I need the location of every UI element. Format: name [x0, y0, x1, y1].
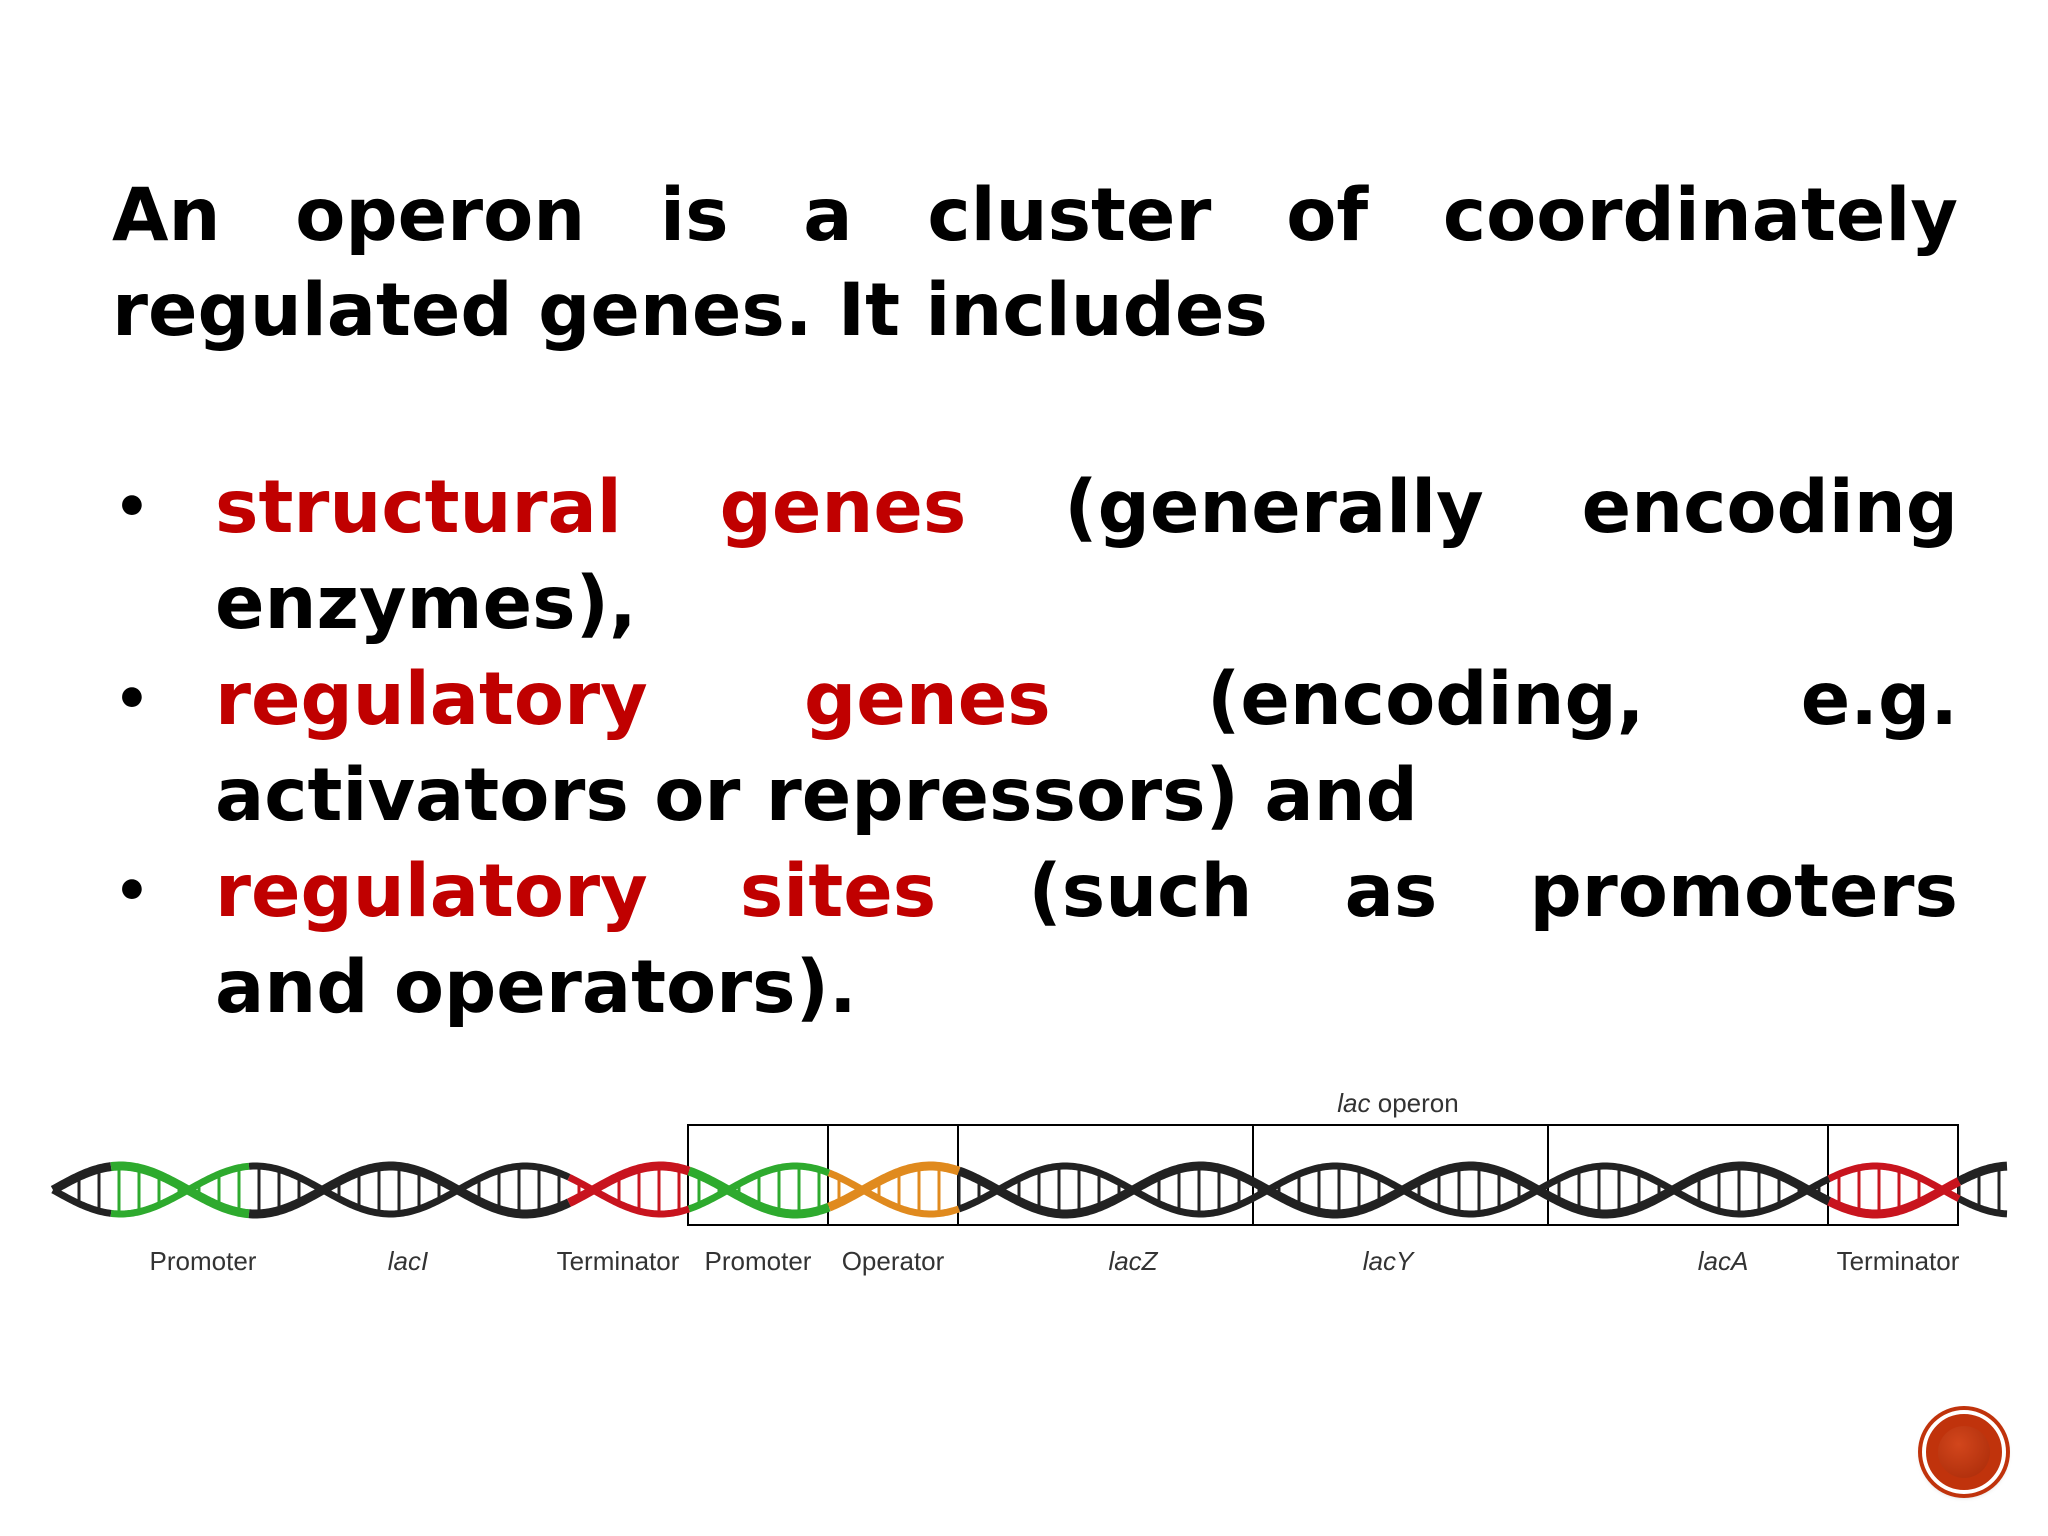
- dna-strand-back: [827, 1169, 961, 1218]
- gene-labels: Promoter lacI Terminator Promoter Operator la…: [150, 1246, 1960, 1276]
- bullet-line-2: enzymes),: [215, 561, 637, 646]
- dna-strand-back: [1827, 1162, 1961, 1202]
- dna-strand-front: [110, 1161, 250, 1219]
- bullet-item-regulatory-genes: • regulatory genes (encoding, e.g. activ…: [112, 652, 1958, 844]
- dna-strand-front: [957, 1161, 1832, 1219]
- next-slide-button[interactable]: [1922, 1410, 2006, 1494]
- dna-strand-front: [1827, 1177, 1962, 1219]
- intro-line-2: regulated genes. It includes: [112, 268, 1268, 353]
- gene-label: lacZ: [1108, 1246, 1158, 1276]
- gene-label: Terminator: [1837, 1246, 1960, 1276]
- nav-button-icon: [1938, 1426, 1990, 1478]
- gene-label: lacY: [1363, 1246, 1415, 1276]
- dna-strand-back: [51, 1186, 112, 1217]
- bullet-marker: •: [114, 667, 150, 732]
- bullet-line-1: regulatory sites (such as promoters: [215, 844, 1958, 940]
- bullet-line-1: structural genes (generally encoding: [215, 460, 1958, 556]
- bullet-text: (encoding, e.g.: [1050, 657, 1958, 742]
- gene-label: Operator: [842, 1246, 945, 1276]
- dna-strand-back: [248, 1162, 571, 1218]
- dna-strand-front: [827, 1161, 961, 1212]
- dna-strand-front: [50, 1162, 112, 1194]
- dna-strand-front: [248, 1161, 572, 1219]
- dna-strand-front: [687, 1166, 831, 1219]
- highlight-term: regulatory genes: [215, 657, 1051, 742]
- dna-strand-front: [1956, 1161, 2008, 1186]
- dna-double-helix: [50, 1161, 2008, 1219]
- gene-label: lacI: [388, 1246, 428, 1276]
- bullet-item-regulatory-sites: • regulatory sites (such as promoters an…: [112, 844, 1958, 1036]
- highlight-term: structural genes: [215, 465, 967, 550]
- bullet-text: (such as promoters: [936, 849, 1958, 934]
- bullet-list: • structural genes (generally encoding e…: [112, 460, 1958, 1036]
- gene-label: Terminator: [557, 1246, 680, 1276]
- dna-strand-front: [567, 1161, 691, 1207]
- gene-label: lacA: [1698, 1246, 1749, 1276]
- bullet-text: (generally encoding: [966, 465, 1958, 550]
- bullet-line-1: regulatory genes (encoding, e.g.: [215, 652, 1958, 748]
- bullet-line-2: and operators).: [215, 945, 857, 1030]
- gene-label: Promoter: [705, 1246, 812, 1276]
- bullet-marker: •: [114, 475, 150, 540]
- highlight-term: regulatory sites: [215, 849, 937, 934]
- operon-title: lac operon: [1337, 1088, 1458, 1118]
- gene-label: Promoter: [150, 1246, 257, 1276]
- dna-strand-back: [687, 1162, 831, 1213]
- bullet-line-2: activators or repressors) and: [215, 753, 1418, 838]
- intro-paragraph: An operon is a cluster of coordinately r…: [112, 168, 1958, 358]
- intro-line-1: An operon is a cluster of coordinately: [112, 173, 1958, 258]
- dna-strand-back: [1957, 1195, 2008, 1218]
- dna-strand-back: [110, 1162, 250, 1218]
- dna-strand-back: [957, 1162, 1831, 1218]
- bullet-marker: •: [114, 859, 150, 924]
- bullet-item-structural-genes: • structural genes (generally encoding e…: [112, 460, 1958, 652]
